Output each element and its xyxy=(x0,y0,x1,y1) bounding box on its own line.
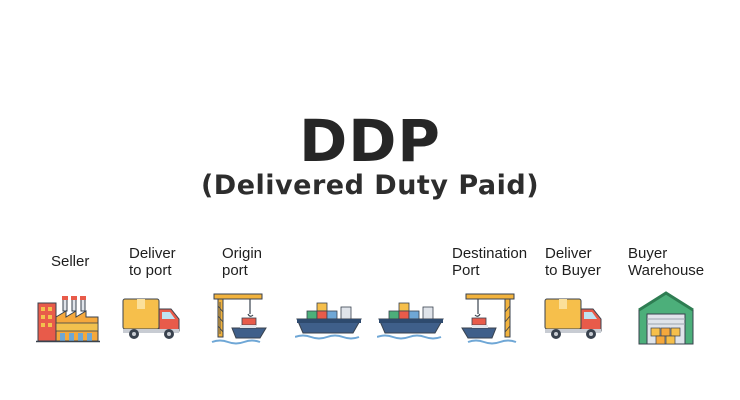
cargo-ship-icon xyxy=(295,302,362,340)
step-label-origin-port: Origin port xyxy=(222,245,263,279)
step-label-deliver-to-buyer: Deliver to Buyer xyxy=(545,245,601,279)
step-label-deliver-to-port: Deliver to port xyxy=(129,245,176,279)
diagram-title: DDP xyxy=(299,107,441,175)
step-label-buyer-warehouse: Buyer Warehouse xyxy=(628,245,705,279)
warehouse-icon xyxy=(638,291,694,345)
step-label-destination-port: Destination Port xyxy=(452,245,528,279)
port-crane-icon xyxy=(461,293,517,345)
cargo-ship-icon xyxy=(377,302,444,340)
factory-icon xyxy=(36,296,100,343)
delivery-truck-icon xyxy=(122,298,180,339)
port-crane-icon xyxy=(211,293,267,345)
step-label-seller: Seller xyxy=(51,253,90,270)
diagram-subtitle: (Delivered Duty Paid) xyxy=(200,170,540,201)
delivery-truck-icon xyxy=(544,298,602,339)
